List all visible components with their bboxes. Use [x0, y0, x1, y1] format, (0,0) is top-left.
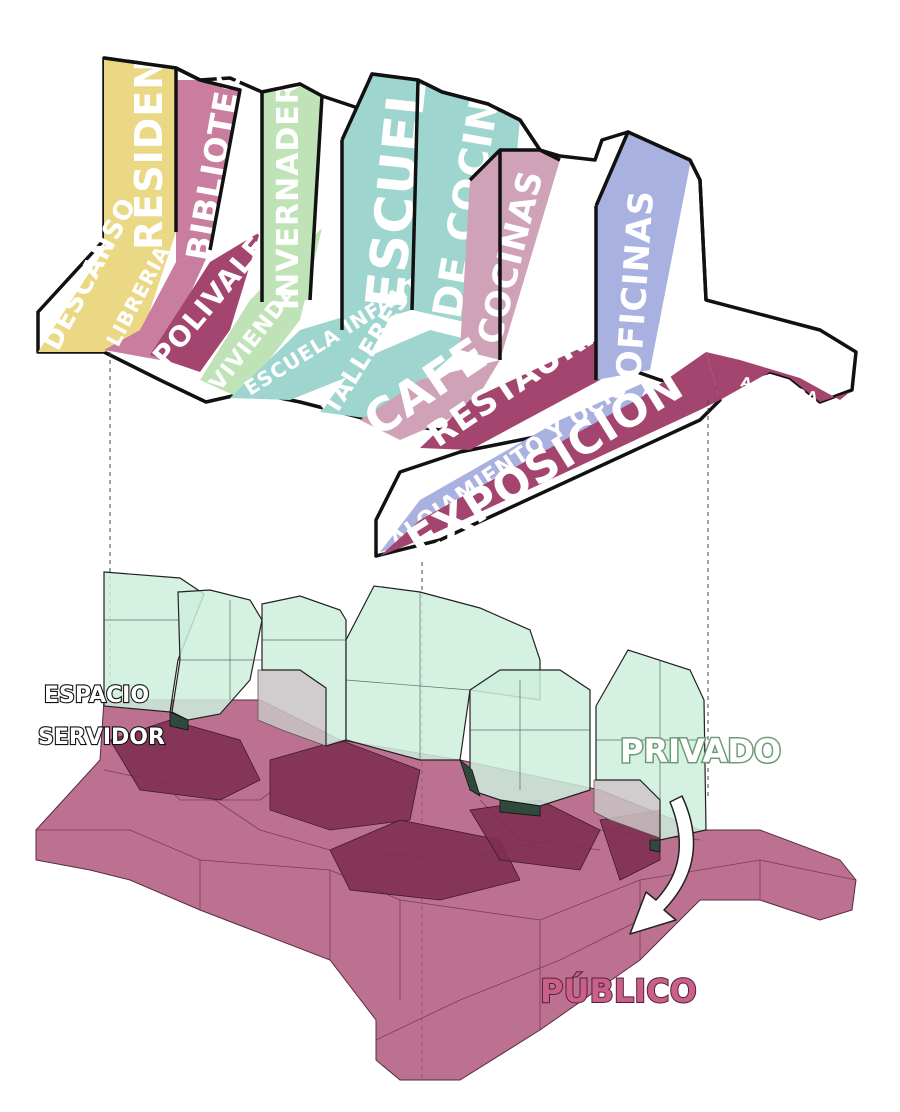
oficinas-volume — [596, 132, 690, 380]
exposicion-floor — [380, 352, 720, 556]
private-volume-lines — [104, 592, 706, 800]
cocinas-volume — [460, 150, 560, 360]
program-invernadero: INVERNADERO — [271, 54, 306, 310]
residencia-volume — [104, 58, 176, 250]
label-publico: PÚBLICO — [540, 971, 697, 1010]
grey-connectors — [257, 669, 661, 839]
libreria-floor — [104, 250, 210, 360]
private-volumes — [103, 571, 707, 841]
label-espacio: ESPACIO — [44, 683, 149, 708]
flow-arrow — [629, 795, 695, 935]
descanso-floor — [38, 232, 176, 352]
cafe-floor — [360, 360, 500, 440]
label-servidor: SERVIDOR — [38, 725, 165, 750]
label-privado: PRIVADO — [620, 732, 781, 770]
thresholds — [169, 711, 661, 853]
vivienda-floor — [200, 228, 322, 398]
servidor-pockets — [109, 719, 661, 901]
escuela-infantil-floor — [230, 300, 400, 400]
polivalente-floor — [150, 232, 260, 372]
biblioteca-volume — [176, 80, 240, 262]
program-diagram: RESIDENCIA DESCANSO BIBLIOTECA LIBRERIA … — [36, 0, 858, 569]
volume-outlines — [103, 56, 708, 380]
program-residencia: RESIDENCIA — [127, 0, 171, 250]
curved-arrow-icon — [629, 795, 695, 935]
talleres-floor — [320, 330, 470, 420]
massing-diagram: ESPACIO SERVIDOR PRIVADO PÚBLICO — [35, 571, 857, 1081]
acogida-floor — [706, 352, 850, 402]
